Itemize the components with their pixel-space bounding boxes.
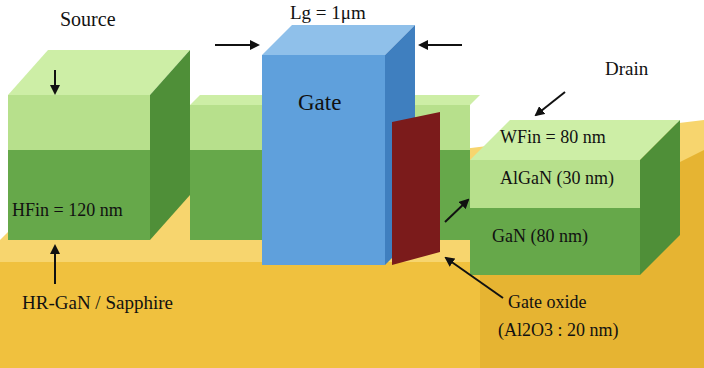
dimension-arrow	[215, 44, 258, 46]
drain-gan	[470, 208, 640, 275]
dimension-label: Lg = 1μm	[290, 2, 366, 24]
leader-arrow	[446, 258, 503, 298]
dimension-arrow	[536, 92, 565, 115]
gate-front	[262, 55, 385, 265]
gate-oxide	[392, 112, 440, 265]
drain-side	[640, 120, 680, 275]
source-side	[150, 50, 190, 240]
region-label: Gate	[298, 90, 341, 116]
dimension-arrow	[445, 200, 468, 222]
region-label: Source	[60, 8, 116, 31]
source-gan	[8, 150, 150, 240]
dimension-arrow	[54, 246, 56, 284]
dimension-label: WFin = 80 nm	[500, 127, 606, 148]
part-label: (Al2O3 : 20 nm)	[498, 320, 619, 341]
dimension-label: HFin = 120 nm	[12, 200, 123, 221]
layer-label: HR-GaN / Sapphire	[22, 292, 173, 314]
region-label: Drain	[605, 58, 648, 80]
drain-algan	[470, 160, 640, 208]
substrate-front	[0, 262, 480, 368]
part-label: Gate oxide	[508, 292, 586, 313]
dimension-arrow	[420, 44, 462, 46]
layer-label: AlGaN (30 nm)	[500, 168, 614, 189]
dimension-arrow	[54, 70, 56, 93]
source-algan	[8, 95, 150, 150]
layer-label: GaN (80 nm)	[492, 226, 588, 247]
